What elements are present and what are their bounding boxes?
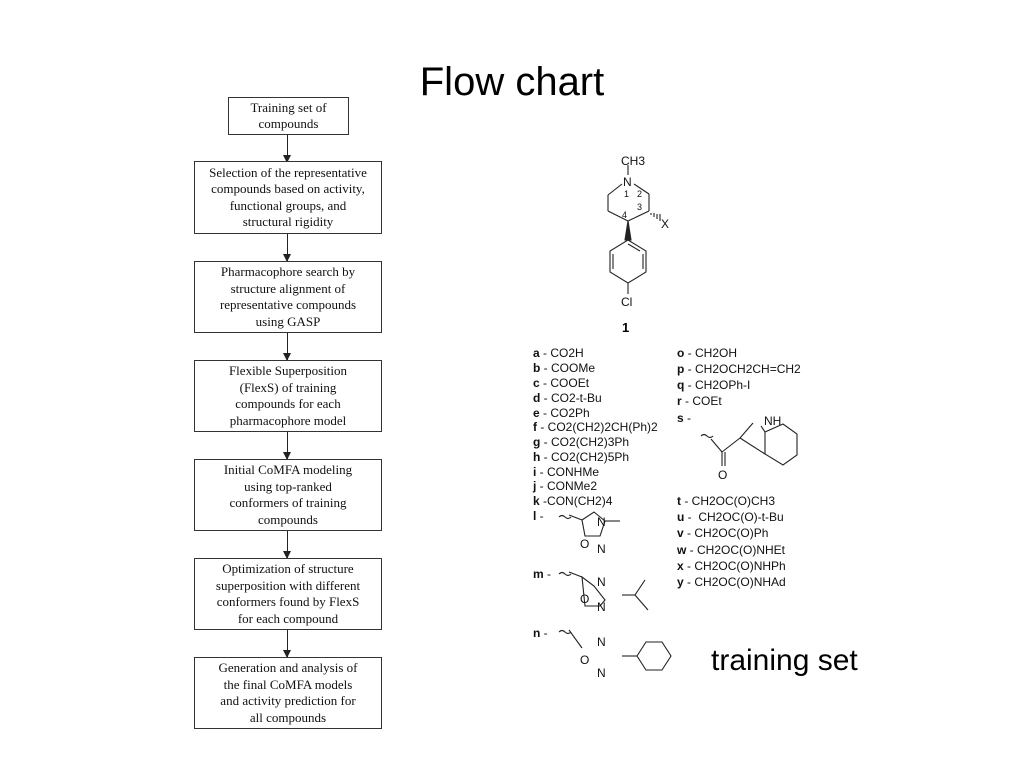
- position-label-3: 3: [637, 202, 642, 212]
- flow-arrow: [282, 135, 291, 163]
- substituent-e: e - CO2Ph: [533, 406, 590, 420]
- ring-n-label: N: [597, 600, 606, 614]
- substituent-k: k -CON(CH2)4: [533, 494, 613, 508]
- slide-title: Flow chart: [419, 60, 605, 104]
- substituent-g: g - CO2(CH2)3Ph: [533, 435, 630, 449]
- substituent-f: f - CO2(CH2)2CH(Ph)2: [533, 420, 658, 434]
- substituent-u: u - CH2OC(O)-t-Bu: [677, 510, 784, 524]
- chlorine-label: Cl: [621, 295, 632, 309]
- flow-step-flexible-superposition: Flexible Superposition (FlexS) of traini…: [194, 360, 382, 432]
- ring-n-label: N: [597, 666, 606, 680]
- ring-n-label: N: [597, 635, 606, 649]
- flow-arrow: [282, 432, 291, 460]
- ring-o-label: O: [580, 592, 589, 606]
- substituent-c: c - COOEt: [533, 376, 590, 390]
- substituent-y: y - CH2OC(O)NHAd: [677, 575, 786, 589]
- flow-arrow: [282, 234, 291, 262]
- substituent-q: q - CH2OPh-I: [677, 378, 751, 392]
- substituent-v: v - CH2OC(O)Ph: [677, 526, 769, 540]
- oxadiazole-l-drawing: [558, 511, 620, 537]
- wedge-bond: [624, 220, 632, 241]
- ring-o-label: O: [580, 537, 589, 551]
- flow-step-initial-comfa: Initial CoMFA modeling using top-ranked …: [194, 459, 382, 531]
- substituent-i: i - CONHMe: [533, 465, 600, 479]
- flow-arrow: [282, 333, 291, 361]
- bond: [627, 210, 650, 222]
- substituent-m: m -: [533, 567, 552, 581]
- compound-number: 1: [622, 320, 630, 335]
- methyl-label: CH3: [621, 154, 645, 168]
- flow-step-selection: Selection of the representative compound…: [194, 161, 382, 234]
- substituent-h: h - CO2(CH2)5Ph: [533, 450, 630, 464]
- position-label-2: 2: [637, 189, 642, 199]
- flow-step-optimization: Optimization of structure superposition …: [194, 558, 382, 630]
- substituent-s: s -: [677, 411, 692, 425]
- flow-step-training-set: Training set of compounds: [228, 97, 349, 135]
- benzene-ring: [609, 239, 647, 284]
- substituent-p: p - CH2OCH2CH=CH2: [677, 362, 801, 376]
- ring-n-label: N: [597, 542, 606, 556]
- indoline-nh-label: NH: [764, 414, 781, 428]
- substituent-j: j - CONMe2: [533, 479, 598, 493]
- ring-n-label: N: [597, 515, 606, 529]
- position-label-1: 1: [624, 189, 629, 199]
- substituent-w: w - CH2OC(O)NHEt: [677, 543, 786, 557]
- hashed-bond: [650, 213, 661, 221]
- substituent-x: x - CH2OC(O)NHPh: [677, 559, 786, 573]
- flow-step-pharmacophore-search: Pharmacophore search by structure alignm…: [194, 261, 382, 333]
- substituent-b: b - COOMe: [533, 361, 596, 375]
- flow-step-final-comfa: Generation and analysis of the final CoM…: [194, 657, 382, 729]
- substituent-l: l -: [533, 509, 544, 523]
- substituent-o: o - CH2OH: [677, 346, 738, 360]
- substituent-r: r - COEt: [677, 394, 722, 408]
- flow-arrow: [282, 531, 291, 559]
- position-label-4: 4: [622, 210, 627, 220]
- nitrogen-label: N: [623, 175, 632, 189]
- oxadiazole-m-drawing: [558, 571, 649, 611]
- ring-o-label: O: [580, 653, 589, 667]
- carbonyl-o-label: O: [718, 468, 727, 482]
- bond: [607, 210, 629, 222]
- substituent-a: a - CO2H: [533, 346, 584, 360]
- indoline-s-drawing: [700, 422, 798, 466]
- substituent-n: n -: [533, 626, 548, 640]
- training-set-caption: training set: [711, 644, 858, 677]
- x-substituent-label: X: [661, 217, 669, 231]
- bond: [607, 183, 623, 196]
- bond: [627, 243, 641, 252]
- flow-arrow: [282, 630, 291, 658]
- bond: [633, 183, 650, 195]
- oxadiazole-n-drawing: [558, 629, 672, 671]
- ring-n-label: N: [597, 575, 606, 589]
- substituent-d: d - CO2-t-Bu: [533, 391, 602, 405]
- substituent-t: t - CH2OC(O)CH3: [677, 494, 776, 508]
